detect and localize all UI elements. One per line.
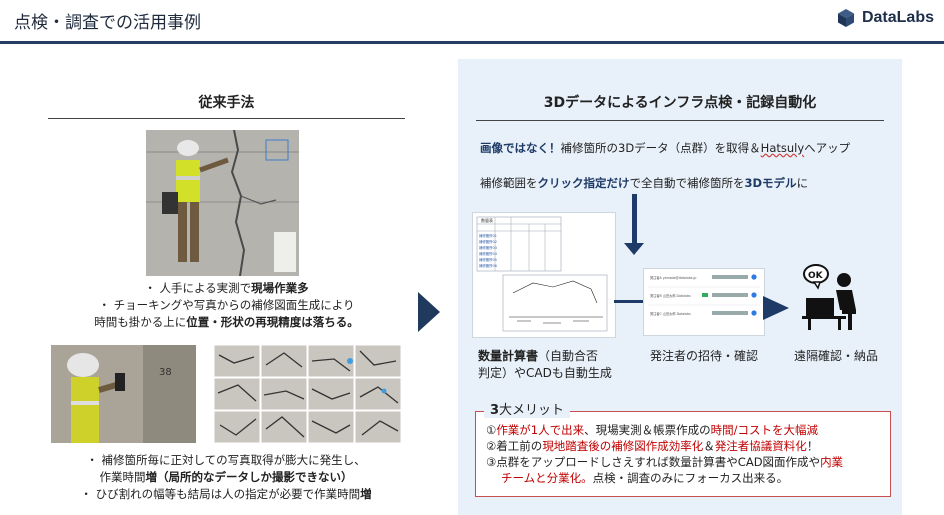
right-arrow-icon: [763, 296, 789, 320]
remote-check-caption: 遠隔確認・納品: [794, 349, 879, 363]
conventional-method-heading: 従来手法: [198, 95, 255, 111]
invitation-caption: 発注者の招待・確認: [650, 349, 759, 363]
invitation-screen-preview: 発注者A yamada@datalabs.jp 発注者B 山田太郎 Datala…: [643, 268, 765, 336]
header-rule: [0, 41, 944, 44]
logo-text: DataLabs: [861, 9, 934, 26]
quantity-sheet-preview: 補修箇所01 補修箇所02 補修箇所03 補修箇所04 補修箇所05 補修箇所0…: [472, 212, 616, 338]
svg-text:発注者A yamada@datalabs.jp: 発注者A yamada@datalabs.jp: [650, 275, 696, 280]
bullet-line: ・ 人手による実測で現場作業多: [144, 281, 309, 295]
automation-heading: 3Dデータによるインフラ点検・記録自動化: [543, 95, 817, 111]
bullet-line: ・ チョーキングや写真からの補修図面生成により: [98, 298, 355, 312]
merit-2: ②着工前の現地踏査後の補修図作成効率化＆発注者協議資料化！: [486, 439, 819, 453]
worker-photo: [146, 130, 299, 276]
worker-photo-2: 38: [51, 345, 196, 443]
ok-text: OK: [808, 271, 824, 281]
flow-connector: [632, 194, 637, 244]
conventional-bullets-bottom: ・ 補修箇所毎に正対しての写真取得が膨大に発生し、 作業時間増（局所的なデータし…: [40, 452, 412, 503]
right-heading-rule: [476, 120, 884, 121]
down-arrow-icon: [624, 243, 644, 255]
bullet-line: 作業時間増（局所的なデータしか撮影できない）: [99, 470, 353, 484]
bullet-line: 時間も掛かる上に位置・形状の再現精度は落ちる。: [94, 315, 359, 329]
svg-text:補修箇所03: 補修箇所03: [479, 245, 497, 250]
flow-connector: [614, 300, 643, 303]
click-description: 補修範囲をクリック指定だけで全自動で補修箇所を3Dモデルに: [480, 176, 809, 190]
svg-text:補修箇所06: 補修箇所06: [479, 263, 497, 268]
svg-text:補修箇所04: 補修箇所04: [479, 251, 497, 256]
merit-1: ①作業が1人で出来、現場実測＆帳票作成の時間/コストを大幅減: [486, 423, 819, 437]
svg-text:補修箇所01: 補修箇所01: [479, 233, 497, 238]
transition-arrow-icon: [418, 292, 440, 332]
svg-text:発注者B 山田太郎 Datalabs: 発注者B 山田太郎 Datalabs: [650, 293, 691, 298]
merits-label: 3大メリット: [484, 399, 571, 418]
quantity-sheet-caption: 数量計算書（自動合否 判定）やCADも自動生成: [478, 349, 612, 380]
left-heading-rule: [48, 118, 405, 119]
bullet-line: ・ 補修箇所毎に正対しての写真取得が膨大に発生し、: [86, 453, 366, 467]
photo-label: 38: [159, 367, 172, 378]
svg-text:補修箇所05: 補修箇所05: [479, 257, 497, 262]
merits-list: ①作業が1人で出来、現場実測＆帳票作成の時間/コストを大幅減 ②着工前の現地踏査…: [486, 422, 886, 486]
remote-check-illustration: OK: [800, 262, 866, 330]
svg-text:発注者C 山田太郎 Datalabs: 発注者C 山田太郎 Datalabs: [650, 311, 691, 316]
cube-icon: [837, 9, 854, 27]
merit-3-cont: チームと分業化。点検・調査のみにフォーカス出来る。: [501, 471, 789, 485]
datalabs-logo: DataLabs: [836, 8, 934, 28]
crack-photo-grid: [214, 345, 401, 443]
merits-box: [475, 411, 891, 497]
svg-text:補修箇所02: 補修箇所02: [479, 239, 497, 244]
svg-text:数量表: 数量表: [481, 217, 493, 223]
merit-3: ③点群をアップロードしさえすれば数量計算書やCAD図面作成や内業: [486, 455, 844, 469]
bullet-line: ・ ひび割れの幅等も結局は人の指定が必要で作業時間増: [80, 487, 372, 501]
upload-description: 画像ではなく！補修箇所の3Dデータ（点群）を取得＆Hatsulyへアップ: [480, 141, 851, 155]
conventional-bullets-top: ・ 人手による実測で現場作業多 ・ チョーキングや写真からの補修図面生成により …: [48, 280, 405, 331]
page-title: 点検・調査での活用事例: [14, 13, 201, 33]
